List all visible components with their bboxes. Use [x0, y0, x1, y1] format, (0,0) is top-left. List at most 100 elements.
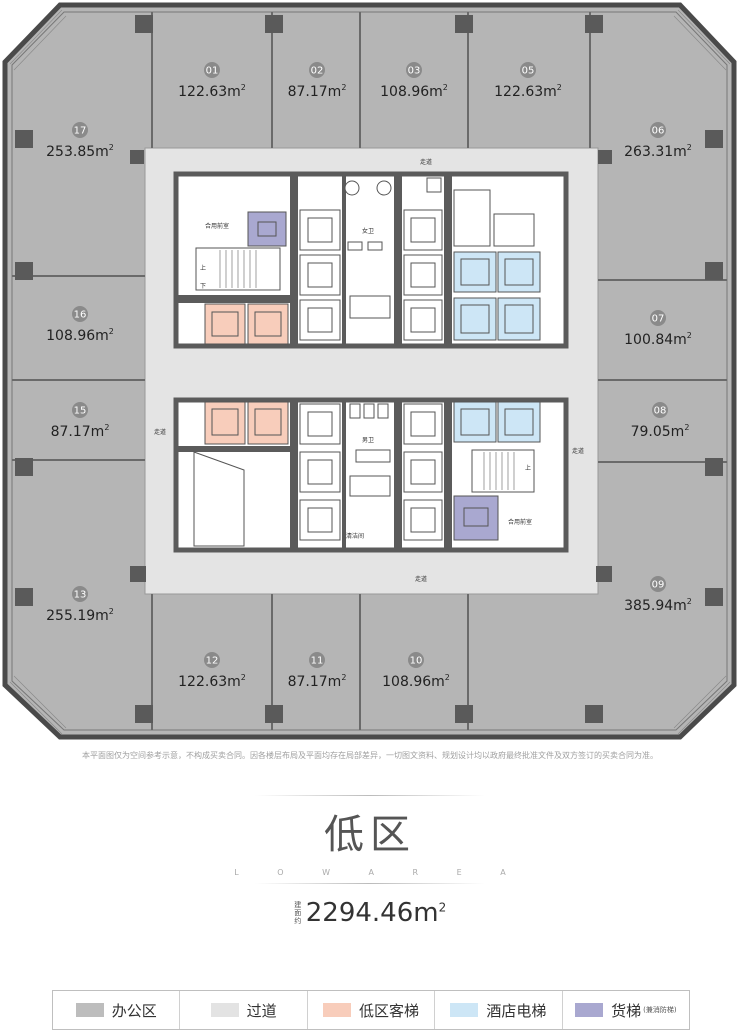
low-zone-elevator-2 [247, 303, 289, 345]
legend-label-freight-elevator: 货梯 [611, 1001, 642, 1020]
unit-number: 06 [652, 126, 665, 137]
unit-area: 385.94m2 [624, 597, 692, 614]
legend-swatch-freight-elevator [575, 1003, 604, 1017]
unit-number-badge [650, 310, 666, 326]
low-zone-elevator-4 [247, 401, 289, 445]
zone-area-label: 建面约 [294, 901, 302, 925]
zone-rule-top [255, 795, 485, 796]
womens-restroom-label: 女卫 [362, 227, 374, 235]
unit-number-badge [520, 62, 536, 78]
stair-up-label: 上 [200, 264, 206, 272]
unit-area: 100.84m2 [624, 331, 692, 348]
legend-swatch-office [75, 1003, 104, 1017]
corridor-label-bottom: 走道 [415, 575, 427, 583]
unit-number: 01 [206, 66, 219, 77]
freight-elevator-lower [453, 495, 499, 541]
lower-core: 男卫 清洁间 上 合用前室 [173, 397, 569, 553]
unit-number: 02 [311, 66, 324, 77]
unit-number: 07 [652, 314, 665, 325]
unit-number-badge [72, 122, 88, 138]
unit-number: 15 [74, 406, 87, 417]
unit-area: 122.63m2 [494, 83, 562, 100]
legend-swatch-low-zone-elevator [323, 1003, 351, 1017]
unit-number-badge [72, 402, 88, 418]
corridor-label-top: 走道 [420, 158, 432, 166]
low-zone-elevator-3 [204, 401, 246, 445]
zone-rule-bottom [255, 883, 485, 884]
unit-number: 09 [652, 580, 665, 591]
freight-elevator-upper [247, 211, 287, 247]
unit-area: 108.96m2 [382, 673, 450, 690]
corridor-label-left: 走道 [154, 428, 166, 436]
unit-number-badge [652, 402, 668, 418]
unit-number-badge [408, 652, 424, 668]
unit-number-badge [72, 586, 88, 602]
low-zone-elevator-1 [204, 303, 246, 345]
legend-label-hotel-elevator: 酒店电梯 [486, 1001, 547, 1020]
upper-core: 上 下 合用前室 女卫 [173, 171, 569, 349]
unit-number-badge [204, 62, 220, 78]
legend-item-office: 办公区 [53, 991, 181, 1029]
unit-number: 08 [654, 406, 667, 417]
unit-number-badge [72, 306, 88, 322]
structural-columns [15, 15, 723, 723]
building-inner-outline [11, 11, 728, 731]
disclaimer: 本平面图仅为空间参考示意，不构成买卖合同。因各楼层布局及平面均存在局部差异，一切… [82, 751, 658, 760]
zone-area-row: 建面约 2294.46m2 [0, 898, 740, 928]
zone-subtitle: L O W A R E A [234, 868, 524, 877]
unit-area: 122.63m2 [178, 673, 246, 690]
unit-number: 03 [408, 66, 421, 77]
legend: 办公区 过道 低区客梯 酒店电梯 货梯 (兼消防梯) [52, 990, 690, 1030]
unit-area: 87.17m2 [288, 83, 347, 100]
unit-number: 17 [74, 126, 87, 137]
zone-area-value: 2294.46m2 [306, 898, 446, 928]
legend-item-hotel-elevator: 酒店电梯 [435, 991, 563, 1029]
legend-swatch-hotel-elevator [450, 1003, 479, 1017]
stair-down-label: 下 [200, 283, 206, 290]
unit-number: 10 [410, 656, 423, 667]
unit-area: 122.63m2 [178, 83, 246, 100]
shared-lobby-label-lower: 合用前室 [508, 518, 532, 526]
janitor-room-label: 清洁间 [346, 532, 364, 540]
legend-item-corridor: 过道 [180, 991, 308, 1029]
zone-block: 低区 L O W A R E A 建面约 2294.46m2 [0, 795, 740, 928]
unit-number: 05 [522, 66, 535, 77]
hotel-elevators-upper [453, 251, 541, 341]
unit-number-badge [650, 576, 666, 592]
unit-area: 263.31m2 [624, 143, 692, 160]
unit-area: 87.17m2 [51, 423, 110, 440]
floor-plan: 上 下 合用前室 女卫 [2, 2, 737, 740]
legend-item-low-zone-elevator: 低区客梯 [308, 991, 436, 1029]
shared-lobby-label-upper: 合用前室 [205, 222, 229, 230]
unit-area: 87.17m2 [288, 673, 347, 690]
zone-area-number: 2294.46m [305, 898, 439, 928]
unit-number-badge [406, 62, 422, 78]
unit-number-badge [309, 62, 325, 78]
legend-note-freight-elevator: (兼消防梯) [643, 1006, 677, 1014]
zone-area-sup: 2 [438, 900, 447, 915]
unit-number-badge [650, 122, 666, 138]
unit-labels: 01 122.63m2 02 87.17m2 03 108.96m2 05 122.63m2 0… [46, 62, 692, 690]
legend-label-low-zone-elevator: 低区客梯 [359, 1001, 420, 1020]
unit-area: 108.96m2 [380, 83, 448, 100]
unit-area: 253.85m2 [46, 143, 114, 160]
hotel-elevators-lower [453, 401, 541, 443]
mens-restroom-label: 男卫 [362, 437, 374, 444]
unit-number-badge [309, 652, 325, 668]
unit-number: 13 [74, 590, 87, 601]
legend-label-corridor: 过道 [246, 1001, 277, 1020]
legend-swatch-corridor [210, 1003, 239, 1017]
stair-up-label-lower: 上 [525, 464, 531, 472]
unit-number-badge [204, 652, 220, 668]
unit-number: 12 [206, 656, 219, 667]
unit-area: 255.19m2 [46, 607, 114, 624]
unit-number: 11 [311, 656, 324, 667]
unit-area: 79.05m2 [631, 423, 690, 440]
unit-number: 16 [74, 310, 87, 321]
corner-glazing [9, 9, 731, 735]
zone-title: 低区 [324, 812, 416, 858]
legend-label-office: 办公区 [111, 1001, 157, 1020]
legend-item-freight-elevator: 货梯 (兼消防梯) [563, 991, 689, 1029]
unit-area: 108.96m2 [46, 327, 114, 344]
corridor-label-right: 走道 [572, 447, 584, 455]
